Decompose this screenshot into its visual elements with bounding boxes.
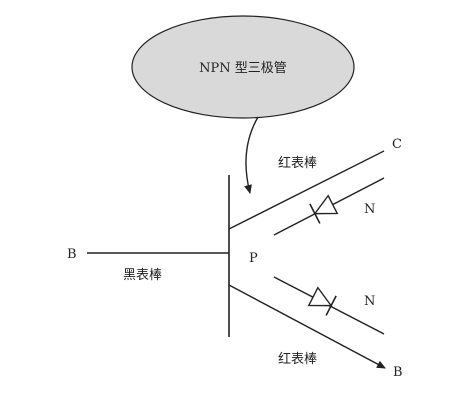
diode-icon	[309, 194, 339, 224]
title-ellipse	[131, 15, 355, 119]
red-probe-bottom-label: 红表棒	[278, 351, 317, 367]
red-probe-top-label: 红表棒	[278, 155, 317, 171]
terminal-b-left: B	[67, 247, 77, 262]
black-probe-label: 黑表棒	[123, 268, 162, 283]
region-n-bottom: N	[364, 294, 375, 309]
collector-lead	[228, 150, 385, 230]
terminal-c: C	[392, 137, 402, 152]
region-n-top: N	[364, 202, 375, 217]
terminal-b-right: B	[393, 365, 403, 380]
region-p: P	[249, 251, 258, 266]
pointer-curve	[244, 116, 259, 194]
diode-icon	[307, 286, 337, 316]
diagram-title: NPN 型三极管	[199, 61, 287, 76]
emitter-lead	[228, 284, 386, 369]
